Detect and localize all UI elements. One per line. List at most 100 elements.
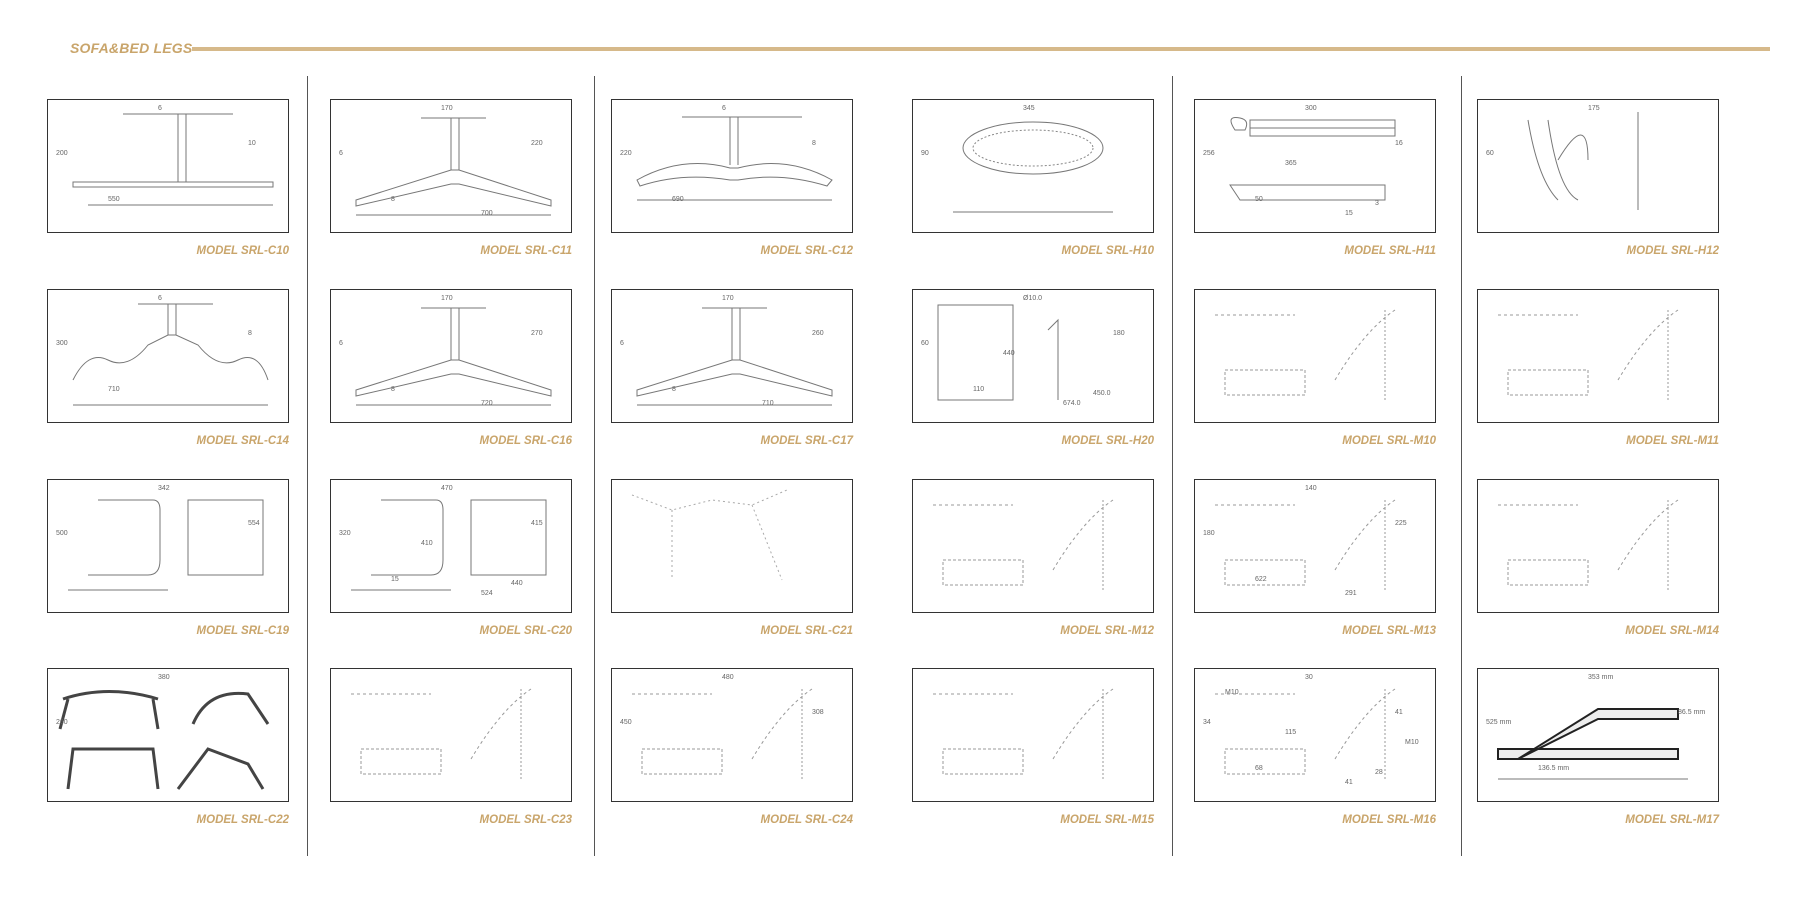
dimension-label: 15 (391, 576, 399, 583)
dimension-label: 200 (56, 150, 68, 157)
dimension-label: 170 (441, 105, 453, 112)
header-rule (192, 47, 1770, 51)
dimension-label: 450 (620, 719, 632, 726)
model-label: MODEL SRL-M15 (1060, 814, 1154, 826)
model-card: MODEL SRL-M14 (1477, 479, 1719, 637)
column-divider (1172, 76, 1173, 856)
dimension-label: 6 (339, 340, 343, 347)
dimension-label: Ø10.0 (1023, 295, 1043, 302)
drawing-lines (636, 116, 833, 201)
dimension-label: 41 (1395, 709, 1403, 716)
dimension-label: 524 (481, 590, 493, 597)
dimension-label: 291 (1345, 590, 1357, 597)
dimension-label: 550 (108, 196, 120, 203)
technical-drawing (1477, 479, 1719, 613)
model-label: MODEL SRL-M10 (1342, 435, 1436, 447)
dimension-label: 300 (1305, 105, 1317, 112)
drawing-lines (953, 121, 1113, 213)
dimension-label: 220 (531, 140, 543, 147)
column-divider (594, 76, 595, 856)
dimension-label: 525 mm (1486, 719, 1512, 726)
dimension-label: 710 (762, 400, 774, 407)
dimension-label: 175 (1588, 105, 1600, 112)
drawing-lines (636, 307, 833, 406)
dimension-label: 220 (620, 150, 632, 157)
model-label: MODEL SRL-H11 (1344, 245, 1436, 257)
model-label: MODEL SRL-C12 (760, 245, 853, 257)
dimension-label: 450.0 (1093, 390, 1111, 397)
drawing-lines (933, 688, 1114, 779)
model-label: MODEL SRL-M17 (1625, 814, 1719, 826)
dimension-label: 28 (1375, 769, 1383, 776)
model-label: MODEL SRL-C11 (480, 245, 572, 257)
dimension-label: 440 (511, 580, 523, 587)
column-divider (1461, 76, 1462, 856)
dimension-label: 115 (1285, 729, 1297, 736)
model-label: MODEL SRL-C20 (479, 625, 572, 637)
dimension-label: 690 (672, 196, 684, 203)
technical-drawing: 6 220 8 690 (611, 99, 853, 233)
dimension-label: 8 (812, 140, 816, 147)
model-label: MODEL SRL-H12 (1626, 245, 1719, 257)
dimension-label: 15 (1345, 210, 1353, 217)
dimension-label: 110 (973, 386, 985, 393)
model-label: MODEL SRL-M11 (1626, 435, 1719, 447)
drawing-lines (68, 499, 264, 591)
dimension-label: 256 (1203, 150, 1215, 157)
dimension-label: 60 (921, 340, 929, 347)
dimension-label: 8 (391, 196, 395, 203)
dimension-label: 353 mm (1588, 674, 1614, 681)
drawing-lines (1498, 499, 1679, 590)
model-label: MODEL SRL-C19 (196, 625, 289, 637)
dimension-label: 34 (1203, 719, 1211, 726)
drawing-lines (631, 489, 788, 581)
dimension-label: 342 (158, 485, 170, 492)
dimension-label: 136.5 mm (1538, 765, 1570, 772)
model-card: MODEL SRL-C23 (330, 668, 572, 826)
drawing-lines (355, 117, 552, 216)
dimension-label: 50 (1255, 196, 1263, 203)
drawing-lines (632, 688, 813, 779)
technical-drawing (912, 479, 1154, 613)
model-label: MODEL SRL-C10 (196, 245, 289, 257)
technical-drawing (912, 668, 1154, 802)
dimension-label: 260 (56, 719, 68, 726)
dimension-label: 308 (812, 709, 824, 716)
dimension-label: 6 (339, 150, 343, 157)
dimension-label: 6 (722, 105, 726, 112)
dimension-label: 6 (158, 105, 162, 112)
dimension-label: 3 (1375, 200, 1379, 207)
dimension-label: 700 (481, 210, 493, 217)
dimension-label: M10 (1405, 739, 1419, 746)
dimension-label: 365 (1285, 160, 1297, 167)
drawing-lines (1527, 112, 1639, 210)
dimension-label: 180 (1113, 330, 1125, 337)
dimension-label: 8 (391, 386, 395, 393)
dimension-label: 180 (1203, 530, 1215, 537)
technical-drawing (1477, 289, 1719, 423)
model-label: MODEL SRL-M12 (1060, 625, 1154, 637)
model-label: MODEL SRL-M13 (1342, 625, 1436, 637)
dimension-label: 440 (1003, 350, 1015, 357)
model-label: MODEL SRL-C22 (196, 814, 289, 826)
